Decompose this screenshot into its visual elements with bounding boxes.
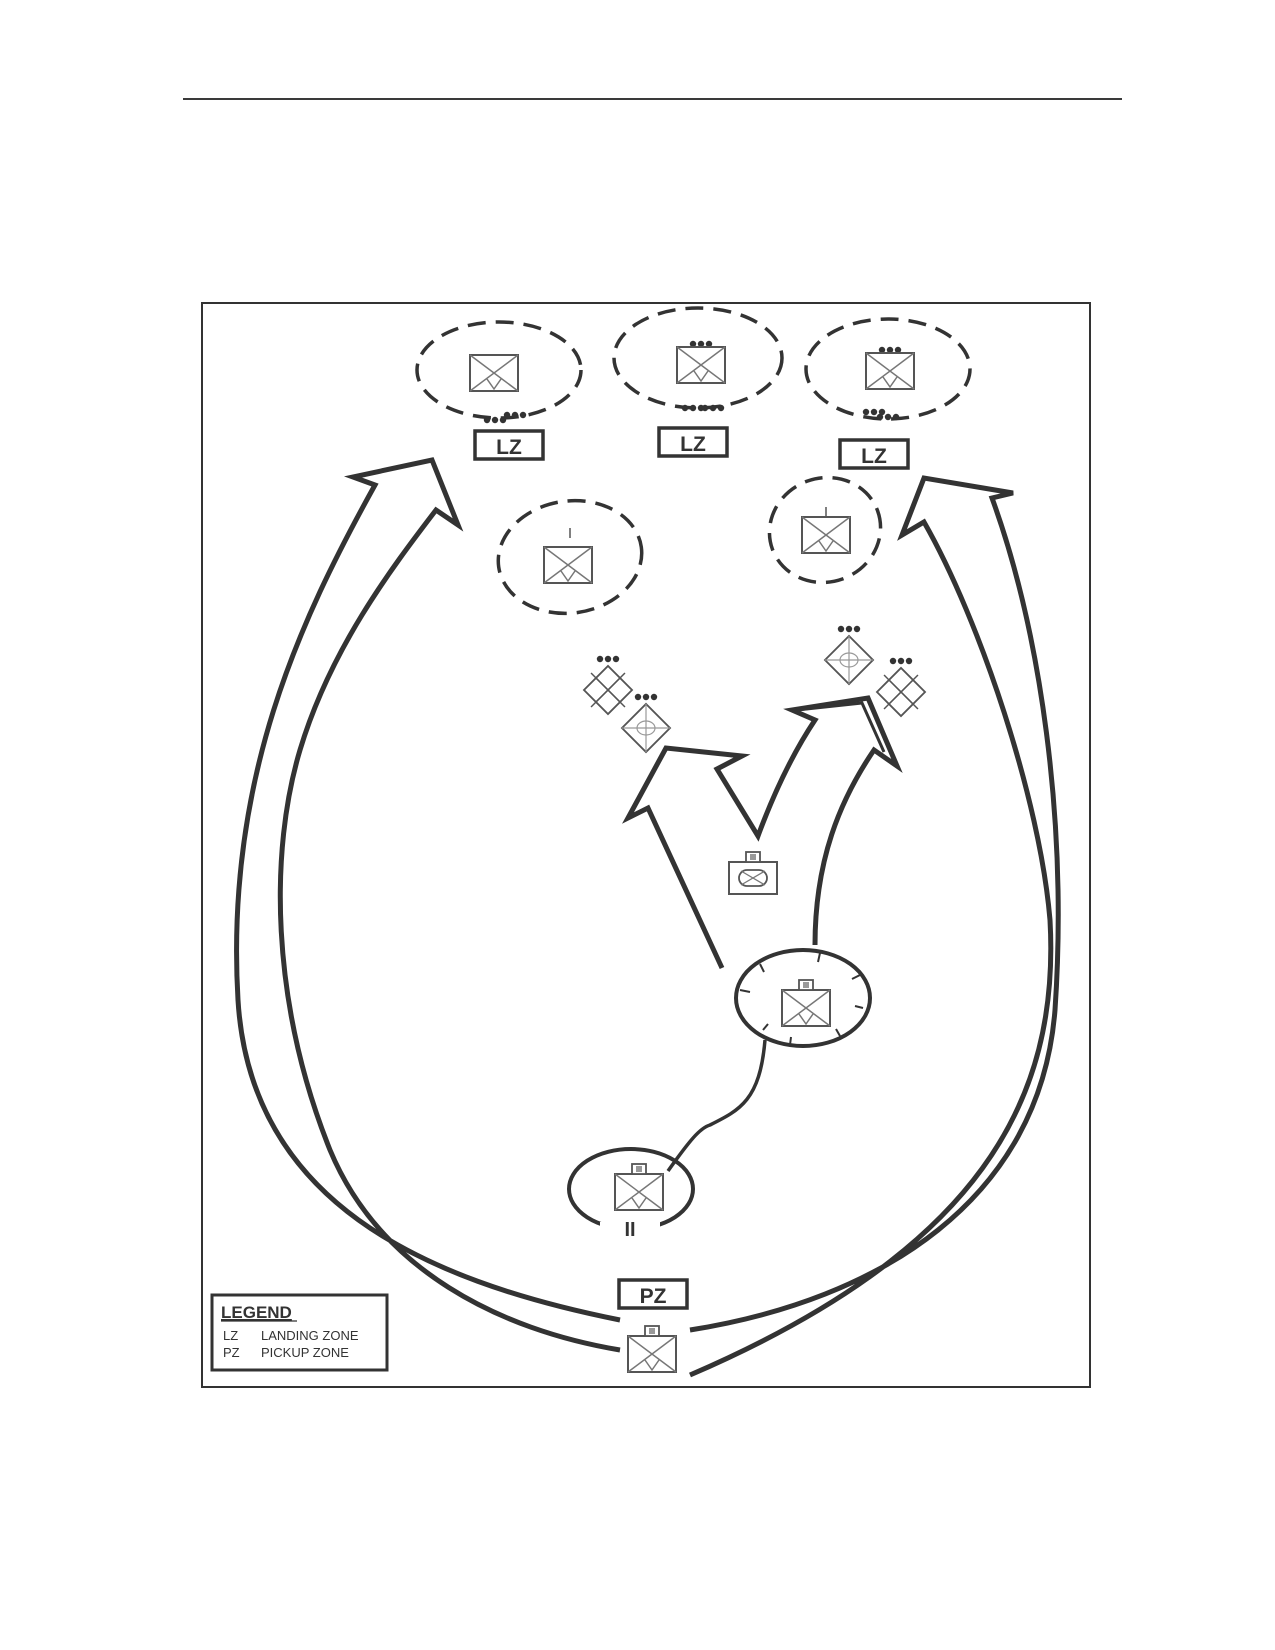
svg-text:PZ: PZ [640, 1285, 667, 1308]
enemy-armor-icon [621, 703, 671, 753]
infantry-platoon-icon [543, 546, 593, 584]
lz-label-2: LZ [657, 426, 729, 458]
infantry-company-icon [676, 346, 726, 384]
header-rule [183, 98, 1122, 100]
battalion-hq-position: II [567, 1147, 695, 1241]
objective-ellipse-2 [612, 306, 784, 412]
battalion-main-body [734, 948, 872, 1048]
hq-tab-icon [798, 979, 814, 991]
svg-text:LZ: LZ [496, 436, 522, 459]
legend-title: LEGEND [221, 1303, 292, 1322]
enemy-infantry-icon [876, 667, 926, 717]
legend-text-pz: PICKUP ZONE [261, 1345, 349, 1360]
lz-label-1: LZ [473, 429, 545, 461]
objective-ellipse-3 [804, 317, 972, 421]
lz-label-3: LZ [838, 438, 910, 470]
infantry-company-icon [469, 354, 519, 392]
armor-company-symbol [728, 851, 778, 895]
platoon-ellipse-right [767, 475, 883, 585]
legend-abbr-pz: PZ [223, 1345, 240, 1360]
hq-tab-icon [745, 851, 761, 863]
infantry-company-icon [865, 352, 915, 390]
battalion-echelon-mark: II [624, 1219, 635, 1241]
infantry-battalion-icon [781, 989, 831, 1027]
pz-label: PZ [617, 1278, 689, 1310]
hq-tab-icon [631, 1163, 647, 1175]
attack-arrow-left [622, 695, 903, 970]
enemy-armor-icon [824, 635, 874, 685]
objective-ellipse-1 [415, 320, 583, 424]
command-link-line [666, 1039, 767, 1173]
diagram-frame [201, 302, 1091, 1388]
air-assault-arrow-right [689, 475, 1061, 1378]
svg-text:LZ: LZ [680, 433, 706, 456]
legend-text-lz: LANDING ZONE [261, 1328, 359, 1343]
pz-unit [627, 1325, 677, 1373]
platoon-ellipse-left [496, 498, 644, 616]
infantry-hq-icon [614, 1173, 664, 1211]
enemy-units-left [583, 655, 671, 753]
hq-tab-icon [644, 1325, 660, 1337]
air-assault-arrow-left [234, 457, 621, 1353]
svg-text:LZ: LZ [861, 445, 887, 468]
infantry-platoon-icon [801, 516, 851, 554]
legend-box: LEGEND LZ LANDING ZONE PZ PICKUP ZONE [210, 1293, 389, 1372]
infantry-pz-icon [627, 1335, 677, 1373]
legend-abbr-lz: LZ [223, 1328, 238, 1343]
enemy-infantry-icon [583, 665, 633, 715]
